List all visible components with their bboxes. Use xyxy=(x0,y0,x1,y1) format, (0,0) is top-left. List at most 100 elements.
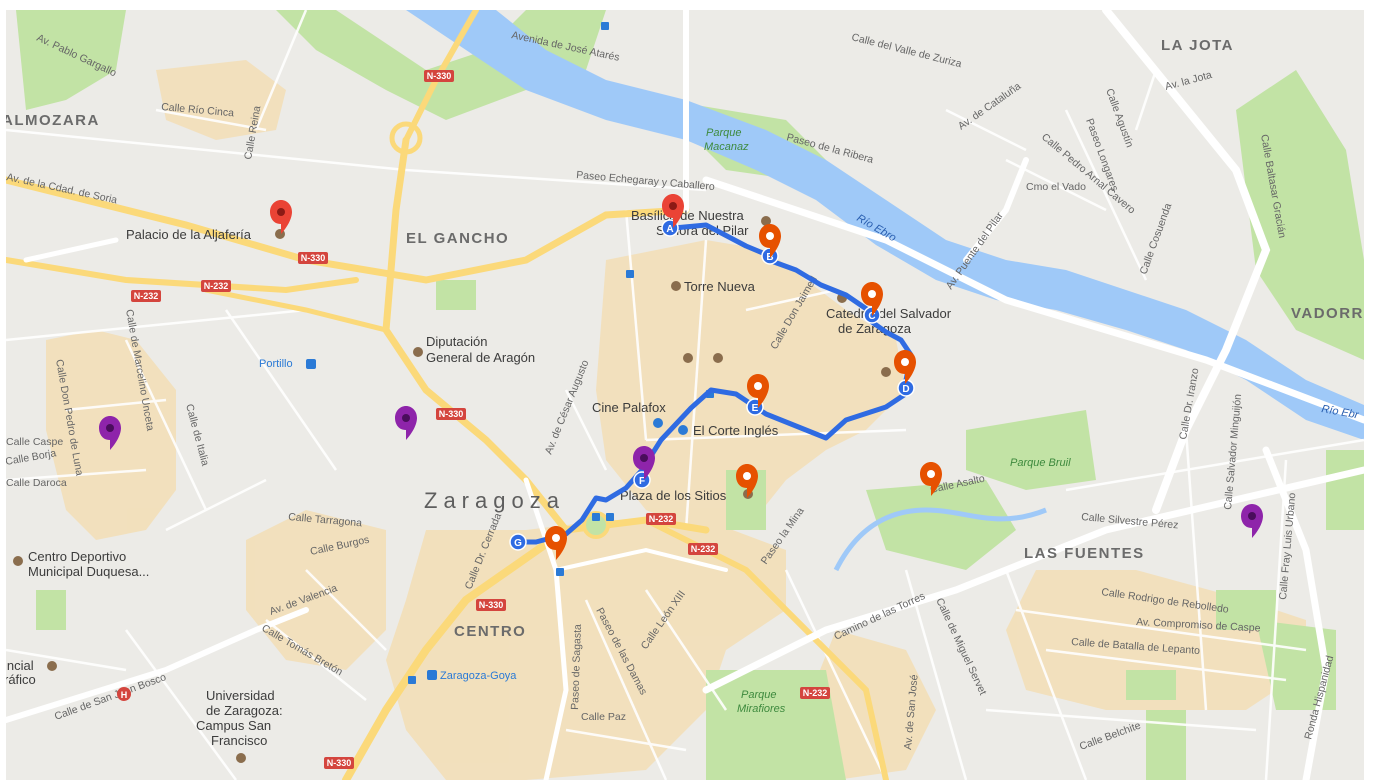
map-frame: N-330 N-330 N-232 N-232 N-330 N-232 N-23… xyxy=(6,10,1364,780)
svg-text:N-330: N-330 xyxy=(327,758,352,768)
river-ebro xyxy=(406,10,1364,440)
svg-text:General de Aragón: General de Aragón xyxy=(426,350,535,365)
svg-text:H: H xyxy=(121,690,128,700)
svg-text:N-330: N-330 xyxy=(479,600,504,610)
park-label-macanaz-2: Macanaz xyxy=(704,141,749,153)
svg-text:Calle Daroca: Calle Daroca xyxy=(6,477,67,489)
svg-text:Centro Deportivo: Centro Deportivo xyxy=(28,549,126,564)
pin-purple xyxy=(99,416,121,450)
pin-orange xyxy=(545,526,567,560)
map-pins[interactable] xyxy=(99,194,1263,560)
svg-text:Palacio de la Aljafería: Palacio de la Aljafería xyxy=(126,227,252,242)
district-label-vadorr: VADORR xyxy=(1291,305,1364,322)
park-label-mirafiores-2: Mirafiores xyxy=(737,703,786,715)
svg-text:F: F xyxy=(639,476,645,487)
svg-text:N-330: N-330 xyxy=(439,409,464,419)
svg-text:Cmo el Vado: Cmo el Vado xyxy=(1026,181,1086,193)
pin-purple xyxy=(395,406,417,440)
district-label-la-jota: LA JOTA xyxy=(1161,37,1234,54)
pin-red-aljaferia xyxy=(270,200,292,234)
park-label-bruil: Parque Bruil xyxy=(1010,457,1071,469)
district-label-centro: CENTRO xyxy=(454,623,526,640)
svg-text:Cine Palafox: Cine Palafox xyxy=(592,400,666,415)
svg-text:Francisco: Francisco xyxy=(211,733,267,748)
pin-orange xyxy=(920,462,942,496)
svg-text:ráfico: ráfico xyxy=(6,672,36,687)
transit-portillo[interactable]: Portillo xyxy=(259,358,316,370)
park-label-mirafiores: Parque xyxy=(741,689,776,701)
svg-text:N-330: N-330 xyxy=(301,253,326,263)
poi-torre-nueva[interactable]: Torre Nueva xyxy=(671,279,756,294)
pin-orange xyxy=(759,224,781,258)
minor-streets xyxy=(6,10,1364,780)
poi-trafico[interactable]: incial ráfico xyxy=(6,658,36,687)
svg-text:Portillo: Portillo xyxy=(259,358,293,370)
pin-orange xyxy=(894,350,916,384)
river-huerva xyxy=(833,507,1047,572)
poi-el-corte-ingles[interactable]: El Corte Inglés xyxy=(678,423,779,438)
cinema-icon xyxy=(653,418,663,428)
pin-orange xyxy=(747,374,769,408)
svg-text:Campus San: Campus San xyxy=(196,718,271,733)
svg-text:Zaragoza-Goya: Zaragoza-Goya xyxy=(440,670,517,682)
svg-text:N-232: N-232 xyxy=(691,544,716,554)
svg-text:Universidad: Universidad xyxy=(206,688,275,703)
svg-text:Municipal Duquesa...: Municipal Duquesa... xyxy=(28,564,149,579)
highway-shield: N-330 xyxy=(476,599,506,611)
poi-universidad[interactable]: Universidad de Zaragoza: Campus San Fran… xyxy=(196,688,283,748)
map-canvas[interactable]: N-330 N-330 N-232 N-232 N-330 N-232 N-23… xyxy=(6,10,1364,780)
sports-icon xyxy=(13,556,23,566)
svg-text:Calle Caspe: Calle Caspe xyxy=(6,436,63,448)
highway-shield: N-232 xyxy=(646,513,676,525)
shopping-icon xyxy=(678,425,688,435)
highway-shield: N-232 xyxy=(688,543,718,555)
svg-text:N-232: N-232 xyxy=(134,291,159,301)
walking-route[interactable] xyxy=(515,222,914,545)
svg-text:D: D xyxy=(902,384,909,395)
city-label: Zaragoza xyxy=(424,488,565,513)
building-icon xyxy=(413,347,423,357)
poi-diputacion[interactable]: Diputación General de Aragón xyxy=(413,334,535,365)
monument-icon xyxy=(761,216,771,226)
pin-purple xyxy=(633,446,655,480)
monument-icon xyxy=(671,281,681,291)
train-icon xyxy=(306,359,316,369)
transit-zaragoza-goya[interactable]: Zaragoza-Goya xyxy=(427,670,517,682)
svg-text:Calle Paz: Calle Paz xyxy=(581,711,626,723)
highway-shield: N-232 xyxy=(800,687,830,699)
district-label-las-fuentes: LAS FUENTES xyxy=(1024,545,1145,562)
highway-shield: N-232 xyxy=(201,280,231,292)
svg-text:Catedral del Salvador: Catedral del Salvador xyxy=(826,306,952,321)
svg-text:incial: incial xyxy=(6,658,34,673)
highway-shield: N-232 xyxy=(131,290,161,302)
poi-centro-deportivo[interactable]: Centro Deportivo Municipal Duquesa... xyxy=(13,549,149,579)
pin-orange xyxy=(736,464,758,498)
svg-text:Diputación: Diputación xyxy=(426,334,487,349)
svg-text:E: E xyxy=(752,403,759,414)
poi-cine-palafox[interactable]: Cine Palafox xyxy=(592,400,666,428)
train-icon xyxy=(427,670,437,680)
pin-purple xyxy=(1241,504,1263,538)
svg-text:N-330: N-330 xyxy=(427,71,452,81)
highway-shield: N-330 xyxy=(298,252,328,264)
svg-text:Paseo de Sagasta: Paseo de Sagasta xyxy=(569,624,584,710)
svg-text:de Zaragoza:: de Zaragoza: xyxy=(206,703,283,718)
hospital-marker[interactable]: H xyxy=(117,687,131,701)
poi-icons-misc xyxy=(47,353,891,763)
highway-shield: N-330 xyxy=(436,408,466,420)
highway-shield: N-330 xyxy=(324,757,354,769)
hospital-icon xyxy=(117,687,131,701)
route-stop-g[interactable]: G xyxy=(509,533,527,551)
svg-text:de Zaragoza: de Zaragoza xyxy=(838,321,912,336)
svg-text:N-232: N-232 xyxy=(803,688,828,698)
poi-catedral[interactable]: Catedral del Salvador de Zaragoza xyxy=(826,293,952,336)
svg-text:A: A xyxy=(666,224,673,235)
svg-text:Plaza de los Sitios: Plaza de los Sitios xyxy=(620,488,727,503)
pin-orange xyxy=(861,282,883,316)
svg-text:Basílica de Nuestra: Basílica de Nuestra xyxy=(631,208,744,223)
svg-text:G: G xyxy=(514,538,522,549)
svg-text:C: C xyxy=(868,311,875,322)
roundabout xyxy=(389,121,423,155)
district-label-el-gancho: EL GANCHO xyxy=(406,230,509,247)
highway-shield: N-330 xyxy=(424,70,454,82)
